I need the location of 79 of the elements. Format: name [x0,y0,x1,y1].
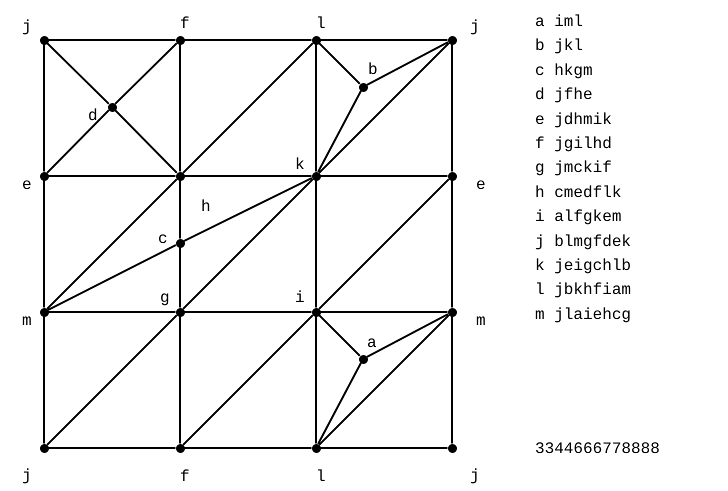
adjacency-text: a iml [535,13,584,31]
graph-edge [114,110,178,174]
adjacency-text: b jkl [535,37,584,56]
vertex-label: l [316,468,326,486]
adjacency-text: h cmedflk [535,184,622,202]
graph-edge [315,180,317,308]
vertex-label: f [180,468,190,486]
vertex-label: m [476,312,486,330]
graph-edge [184,447,312,449]
vertex-label: c [158,230,168,248]
graph-edge [318,42,450,174]
graph-edge [184,39,312,41]
adjacency-text: j blmgfdek [535,232,632,251]
adjacency-text: l jbkhfiam [535,281,632,300]
vertex-label: j [470,18,480,36]
graph-edge [46,178,178,310]
vertex-label: j [22,18,32,36]
graph-edge [179,248,181,308]
adjacency-text: c hkgm [535,62,593,80]
vertex-label: j [22,467,32,485]
graph-edge [43,316,45,444]
graph-edge [48,447,176,449]
graph-edge [318,178,450,310]
graph-edge [184,175,312,177]
graph-edge [179,44,181,172]
vertex-label: h [201,198,211,216]
vertex-label: e [22,176,32,194]
graph-edge [48,311,176,313]
graph-edge [184,177,312,242]
graph-edge [366,41,448,86]
graph-edge [320,447,448,449]
graph-edge [43,180,45,308]
adjacency-text: d jfhe [535,86,593,104]
graph-edge [320,175,448,177]
graph-edge [318,42,361,85]
vertex-label: i [295,289,305,307]
vertex-label: b [368,61,378,79]
graph-edge [317,90,362,172]
graph-edge [320,311,448,313]
adjacency-text: k jeigchlb [535,257,632,275]
graph-edge [46,110,110,174]
adjacency-text: m jlaiehcg [535,306,632,324]
graph-edge [318,314,450,446]
graph-edge [48,175,176,177]
vertex-label: e [476,176,486,194]
graph-edge [182,178,314,310]
graph-edge [451,180,453,308]
vertex-label: a [367,334,377,352]
graph-edge [179,316,181,444]
adjacency-text: e jdhmik [535,110,612,129]
adjacency-text: i alfgkem [535,208,622,226]
graph-edge [114,42,178,105]
graph-edge [48,244,176,311]
vertex-label: f [180,15,190,33]
graph-edge [48,39,176,41]
graph-edge [46,42,110,105]
graph-edge [318,314,361,357]
adjacency-text: f jgilhd [535,135,612,153]
graph-edge [315,44,317,172]
vertex-label: l [316,15,326,33]
vertex-label: j [470,467,480,485]
vertex-label: k [295,156,305,174]
graph-edge [317,362,362,444]
graph-edge [451,44,453,172]
graph-edge [182,314,314,446]
graph-edge [179,180,181,238]
vertex-label: d [88,107,98,125]
vertex-label: m [22,312,32,330]
graph-edge [451,316,453,444]
graph-edge [315,316,317,444]
graph-edge [184,311,312,313]
graph-edge [182,42,314,174]
vertex-label: g [160,289,170,307]
graph-edge [43,44,45,172]
degree-sequence-text: 3344666778888 [535,440,660,458]
graph-edge [320,39,448,41]
adjacency-text: g jmckif [535,159,612,178]
graph-edge [46,314,178,446]
graph-edge [366,313,448,358]
